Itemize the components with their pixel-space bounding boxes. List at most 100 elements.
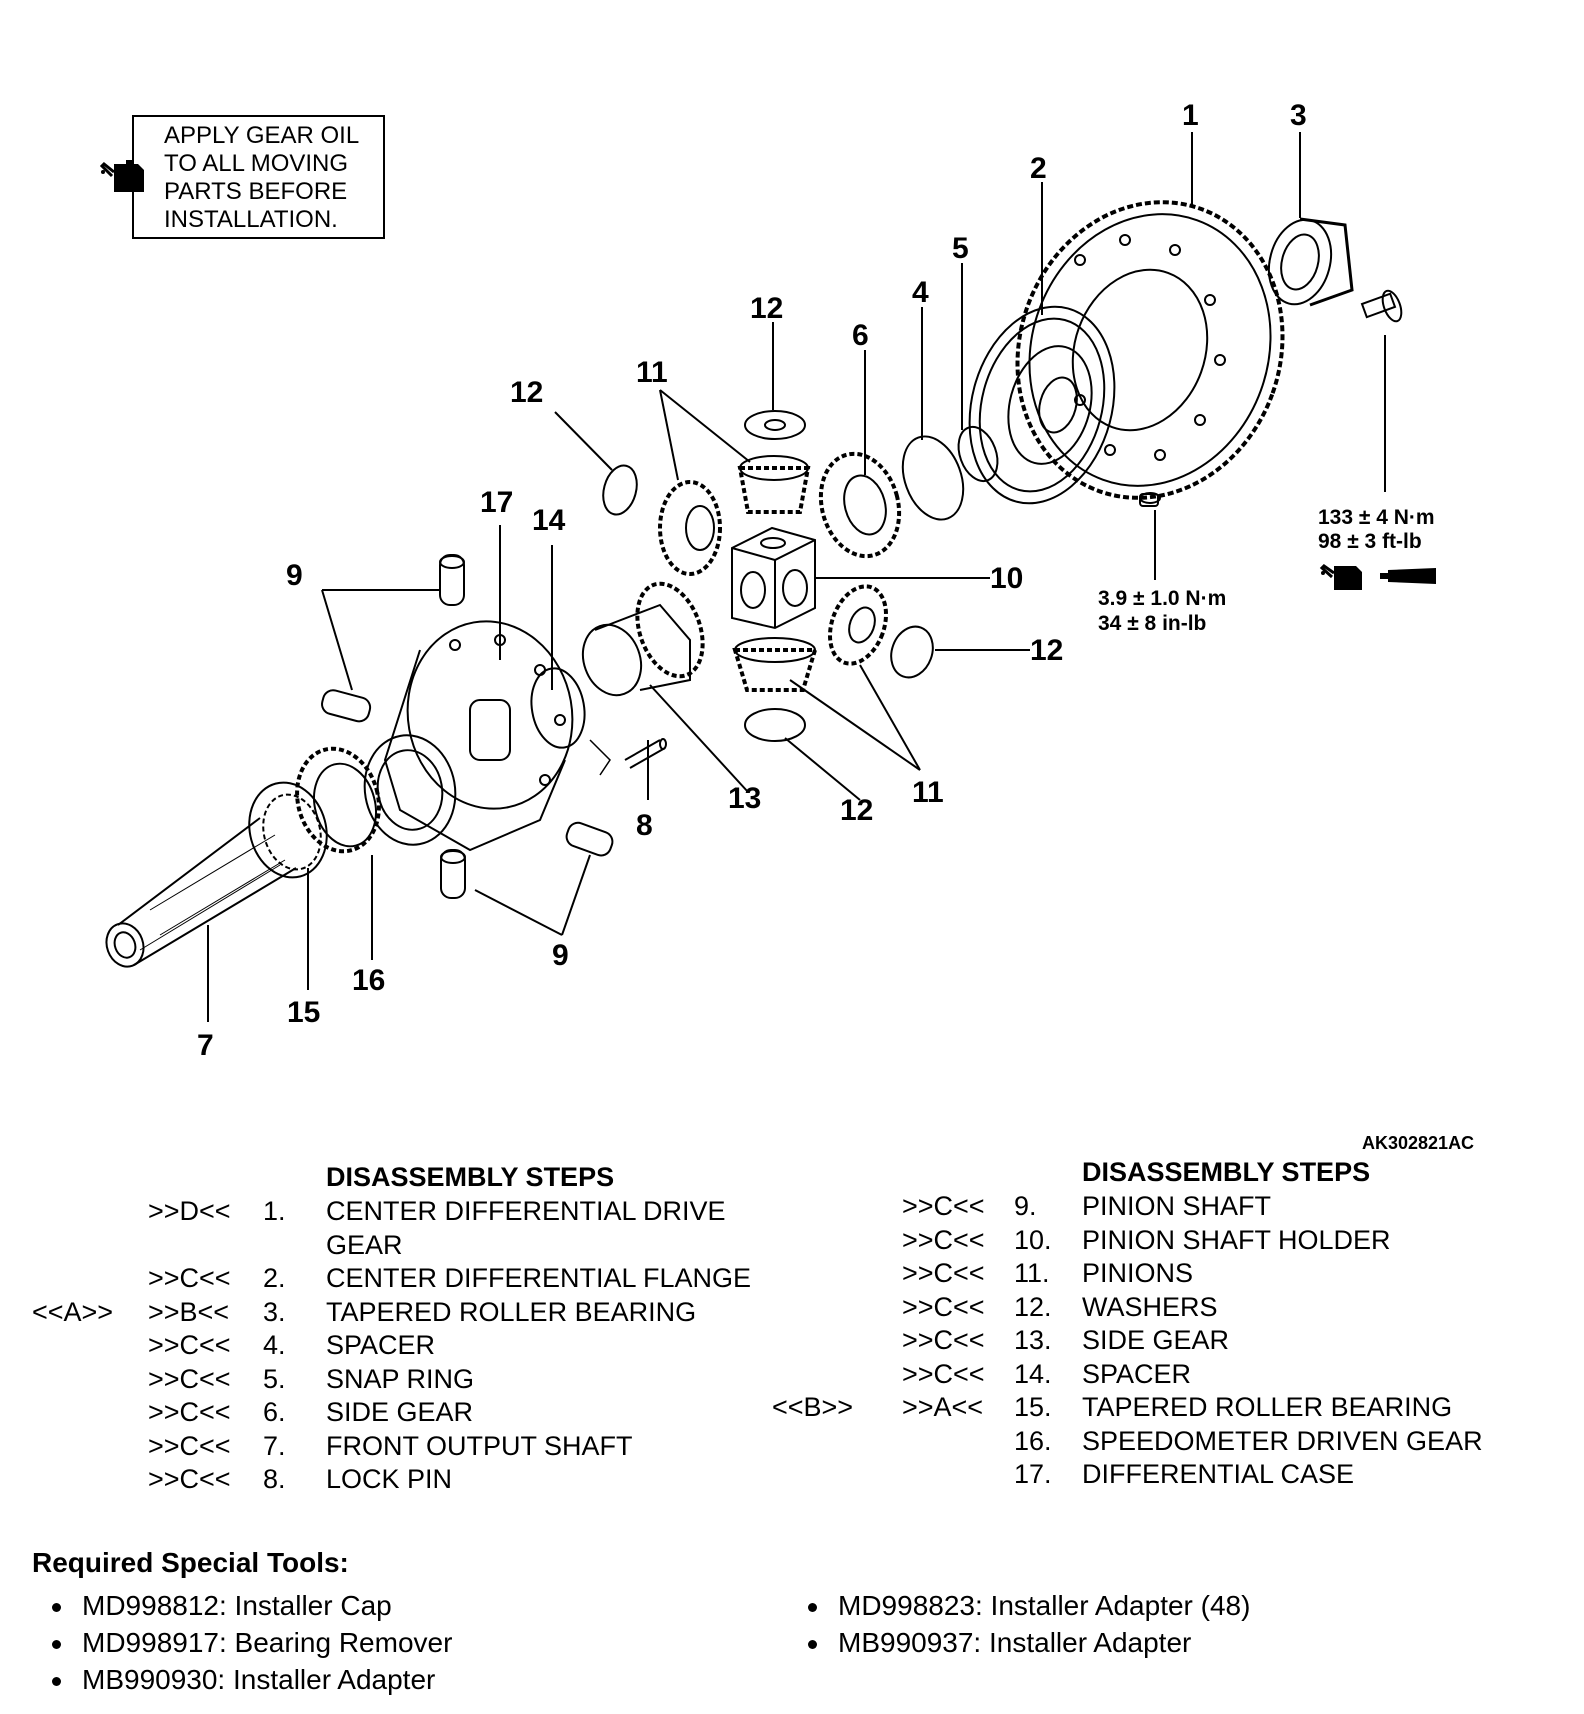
callout-11: 11: [912, 776, 944, 809]
note-line: INSTALLATION.: [164, 206, 338, 233]
callout-16: 16: [352, 964, 385, 997]
step-num: 15.: [1014, 1392, 1052, 1422]
step-name: DIFFERENTIAL CASE: [1082, 1459, 1355, 1489]
step-dis: >>D<<: [148, 1196, 231, 1226]
step-dis: >>C<<: [148, 1363, 231, 1394]
lock-pin-8: [589, 738, 667, 776]
pinion-shaft-9: [439, 554, 465, 606]
step-name: SIDE GEAR: [1082, 1325, 1230, 1355]
step-dis: >>C<<: [902, 1325, 985, 1355]
step-num: 16.: [1014, 1425, 1052, 1456]
step-dis: >>C<<: [902, 1291, 985, 1322]
washer-12: [890, 625, 934, 679]
step-name: PINION SHAFT HOLDER: [1082, 1224, 1391, 1255]
step-num: 6.: [263, 1397, 286, 1427]
left-steps: DISASSEMBLY STEPS >>D<<1.CENTER DIFFEREN…: [0, 1162, 780, 1502]
step-row: >>C<<12.WASHERS: [780, 1292, 1584, 1325]
step-dis: >>B<<: [148, 1296, 230, 1327]
callout-12: 12: [510, 376, 543, 409]
torque-small-bolt-inlb: 34 ± 8 in-lb: [1098, 612, 1206, 635]
torque-bolt-nm: 133 ± 4 N·m: [1318, 506, 1435, 529]
differential-case-17: [363, 620, 574, 852]
pinion-shaft-9: [440, 849, 466, 899]
step-dis: >>A<<: [902, 1392, 984, 1422]
step-num: 9.: [1014, 1191, 1037, 1221]
pinion-shaft-9: [321, 689, 372, 723]
callout-12: 12: [1030, 634, 1063, 667]
callout-13: 13: [728, 782, 761, 815]
leader-lines: [207, 132, 1386, 1022]
step-name: PINIONS: [1082, 1258, 1194, 1288]
step-name: WASHERS: [1082, 1291, 1218, 1322]
note-text: APPLY GEAR OIL TO ALL MOVING PARTS BEFOR…: [164, 122, 359, 234]
step-row: >>C<<4.SPACER: [0, 1330, 780, 1363]
steps-header: DISASSEMBLY STEPS: [326, 1162, 615, 1192]
bolt: [1360, 289, 1403, 323]
step-name: SPACER: [326, 1330, 436, 1360]
callout-12: 12: [750, 292, 783, 325]
step-row: >>C<<8.LOCK PIN: [0, 1464, 780, 1497]
step-dis: >>C<<: [148, 1263, 231, 1293]
step-row: >>C<< 11. PINIONS: [780, 1258, 1584, 1291]
snap-ring-5: [957, 425, 999, 483]
front-output-shaft-7: [105, 817, 297, 968]
step-row: >>C<<5.SNAP RING: [0, 1364, 780, 1397]
step-dis: >>C<<: [902, 1191, 985, 1221]
step-name: SIDE GEAR: [326, 1397, 474, 1427]
step-num: 2.: [263, 1263, 286, 1293]
pinion-shaft-holder-10: [731, 526, 816, 630]
bearing-15: [248, 781, 328, 879]
callout-1: 1: [1182, 99, 1199, 132]
callout-14: 14: [532, 504, 566, 537]
oil-can-icon: [1319, 564, 1362, 590]
step-row: <<A>>>>B<<3.TAPERED ROLLER BEARING: [0, 1297, 780, 1330]
step-row: 17. DIFFERENTIAL CASE: [780, 1459, 1584, 1492]
pinion-11: [827, 584, 889, 666]
torque-bolt-ftlb: 98 ± 3 ft-lb: [1318, 530, 1422, 553]
callout-5: 5: [952, 232, 969, 265]
step-inst: <<A>>: [32, 1296, 114, 1327]
callout-12: 12: [840, 794, 873, 827]
sealant-tube-icon: [1380, 568, 1436, 584]
callout-2: 2: [1030, 152, 1047, 185]
pinion-shaft-9: [565, 821, 614, 857]
washer-12: [764, 419, 786, 431]
callout-6: 6: [852, 319, 869, 352]
step-dis: >>C<<: [902, 1358, 985, 1389]
step-num: 14.: [1014, 1358, 1052, 1389]
step-num: 3.: [263, 1296, 286, 1327]
step-num: 7.: [263, 1430, 286, 1461]
step-num: 8.: [263, 1464, 286, 1494]
step-dis: >>C<<: [902, 1258, 985, 1288]
step-num: 10.: [1014, 1224, 1052, 1255]
step-dis: >>C<<: [148, 1464, 231, 1494]
small-bolt: [1139, 492, 1161, 507]
spacer-4: [901, 435, 965, 521]
side-gear-13: [581, 581, 705, 697]
step-name: SNAP RING: [326, 1363, 475, 1394]
step-dis: >>C<<: [902, 1224, 985, 1255]
figure-id: AK302821AC: [1362, 1133, 1475, 1153]
step-num: 17.: [1014, 1459, 1052, 1489]
step-dis: >>C<<: [148, 1397, 231, 1427]
step-num: 4.: [263, 1330, 286, 1360]
step-row: >>C<<13.SIDE GEAR: [780, 1325, 1584, 1358]
speedometer-gear-16: [295, 746, 381, 854]
step-name: GEAR: [326, 1229, 403, 1260]
steps-header: DISASSEMBLY STEPS: [1082, 1157, 1371, 1187]
pinion-11: [658, 480, 722, 576]
step-row: >>C<< 6. SIDE GEAR: [0, 1397, 780, 1430]
step-name: CENTER DIFFERENTIAL FLANGE: [326, 1263, 752, 1293]
step-name: TAPERED ROLLER BEARING: [1082, 1392, 1453, 1422]
callout-11: 11: [636, 356, 668, 389]
pinion-11: [732, 637, 818, 692]
exploded-view-diagram: 1 3 2 5 4 6 12 11 12 17 14 9 10 12 13 12…: [105, 99, 1436, 1062]
step-name: CENTER DIFFERENTIAL DRIVE: [326, 1196, 726, 1226]
oil-can-icon: [100, 160, 144, 192]
tools-title: Required Special Tools:: [32, 1547, 349, 1578]
step-num: 11.: [1014, 1258, 1050, 1288]
step-row: GEAR: [0, 1230, 780, 1263]
step-row: >>C<< 10. PINION SHAFT HOLDER: [780, 1225, 1584, 1258]
washer-12: [602, 464, 638, 516]
callout-9: 9: [286, 559, 303, 592]
